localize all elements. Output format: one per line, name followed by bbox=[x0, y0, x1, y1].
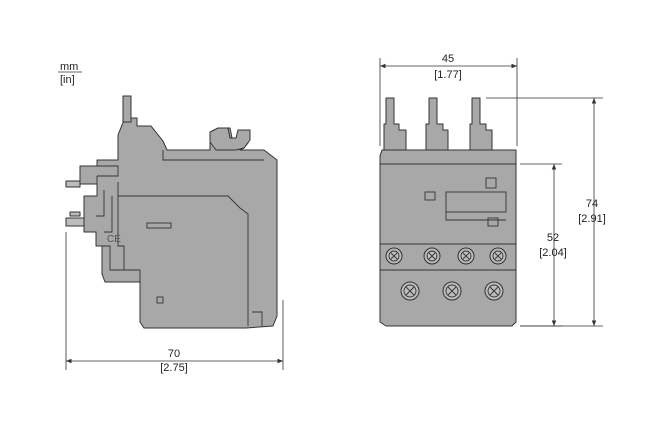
body-height-in-label: [2.04] bbox=[539, 247, 567, 259]
dimension-width: 45 [1.77] bbox=[379, 53, 518, 146]
screw-terminal bbox=[484, 281, 504, 301]
units-primary-label: mm bbox=[60, 61, 78, 73]
side-label-window bbox=[146, 222, 172, 229]
body-height-mm-label: 52 bbox=[547, 232, 559, 244]
front-top-pin-middle bbox=[425, 97, 449, 151]
units-legend: mm [in] bbox=[58, 61, 82, 86]
screw-terminal bbox=[400, 281, 420, 301]
front-view-body bbox=[379, 149, 517, 327]
front-button-bottom bbox=[487, 217, 499, 227]
side-detail-1 bbox=[97, 165, 119, 177]
front-top-pin-left bbox=[383, 97, 407, 151]
terminal-screw-row-2 bbox=[400, 281, 504, 301]
side-detail-9 bbox=[252, 311, 263, 326]
side-detail-8 bbox=[102, 245, 124, 271]
side-top-pin bbox=[122, 95, 132, 123]
depth-mm-label: 70 bbox=[168, 348, 180, 360]
dimension-body-height: 52 [2.04] bbox=[520, 163, 567, 327]
terminal-screw-row-1 bbox=[385, 247, 507, 265]
ce-marking: CE bbox=[107, 234, 121, 245]
side-detail-6 bbox=[117, 196, 141, 282]
screw-terminal bbox=[442, 281, 462, 301]
screw-terminal bbox=[489, 247, 507, 265]
side-detail-5 bbox=[117, 182, 249, 326]
front-top-pin-right bbox=[469, 97, 493, 151]
dimension-depth: 70 [2.75] bbox=[65, 232, 284, 374]
total-height-mm-label: 74 bbox=[586, 198, 598, 210]
front-window-shadow bbox=[445, 212, 506, 221]
width-in-label: [1.77] bbox=[434, 69, 462, 81]
side-pin-upper bbox=[65, 180, 81, 188]
total-height-in-label: [2.91] bbox=[578, 213, 606, 225]
front-button-top bbox=[485, 177, 497, 189]
units-secondary-label: [in] bbox=[60, 74, 75, 86]
screw-terminal bbox=[385, 247, 403, 265]
dimension-total-height: 74 [2.91] bbox=[486, 97, 606, 327]
side-hook bbox=[209, 127, 251, 151]
side-view: CE bbox=[65, 95, 278, 329]
width-mm-label: 45 bbox=[442, 53, 454, 65]
screw-terminal bbox=[457, 247, 475, 265]
side-detail-3 bbox=[96, 190, 105, 217]
side-detail-7 bbox=[162, 150, 264, 161]
front-dial bbox=[424, 191, 436, 201]
side-pin-lower bbox=[65, 217, 85, 227]
depth-in-label: [2.75] bbox=[160, 362, 188, 374]
front-view bbox=[379, 97, 517, 327]
side-detail-4 bbox=[104, 196, 113, 233]
side-small-square bbox=[156, 296, 164, 304]
side-pin-tab bbox=[69, 211, 81, 217]
screw-terminal bbox=[423, 247, 441, 265]
front-window bbox=[445, 191, 507, 213]
